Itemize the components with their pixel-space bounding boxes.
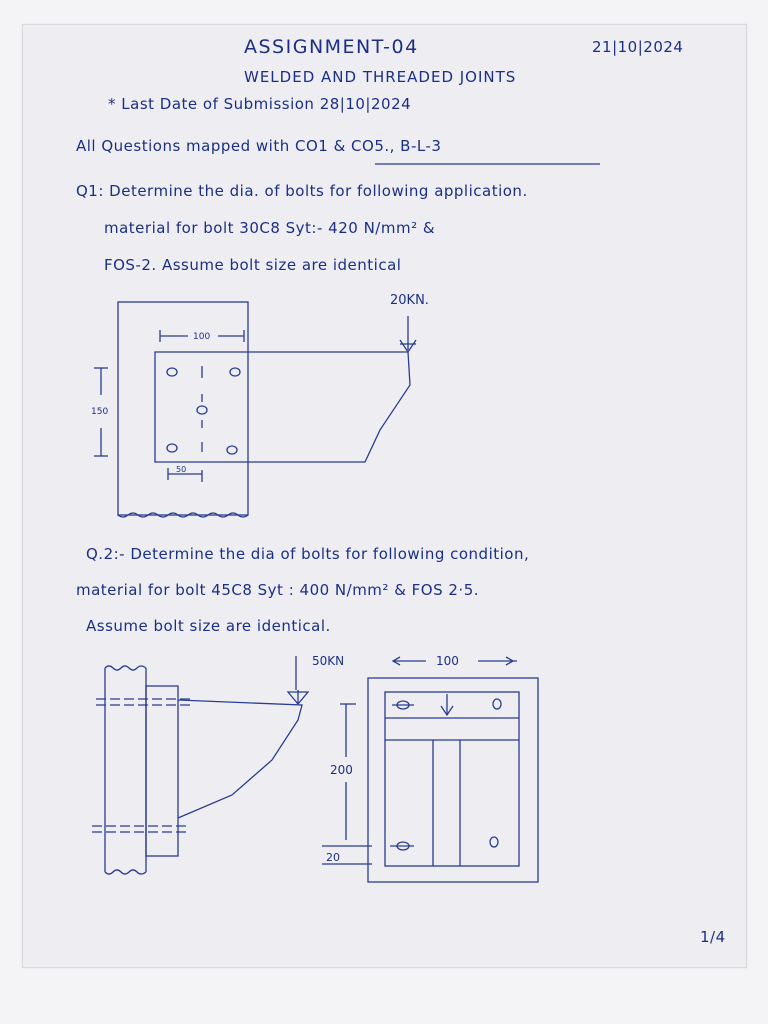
q2-bracket-plate	[145, 685, 179, 857]
q2-bracket-front	[384, 691, 520, 867]
q1-bolt-icon	[166, 443, 178, 453]
q1-line-1: Q1: Determine the dia. of bolts for foll…	[76, 182, 528, 200]
q2-side-view	[92, 656, 310, 875]
q1-line-3: FOS-2. Assume bolt size are identical	[104, 256, 402, 274]
q2-front-view	[322, 656, 539, 883]
q2-load-label: 50KN	[312, 654, 344, 668]
q1-dim-top-label: 100	[193, 332, 210, 342]
course-outcome-mapping: All Questions mapped with CO1 & CO5., B-…	[76, 137, 442, 155]
q1-bolt-icon	[196, 405, 208, 415]
q1-line-2: material for bolt 30C8 Syt:- 420 N/mm² &	[104, 219, 436, 237]
assignment-subtitle: WELDED AND THREADED JOINTS	[244, 68, 517, 86]
q2-arrow-head-icon	[286, 691, 310, 706]
q1-break-line	[117, 512, 249, 518]
q1-bolt-icon	[166, 367, 178, 377]
q2-frame-outer	[367, 677, 539, 883]
q1-load-label: 20KN.	[390, 293, 429, 308]
q1-bracket-figure	[94, 301, 417, 518]
q2-bolt-icon	[489, 836, 499, 848]
q1-bolt-icon	[226, 445, 238, 455]
q2-dim-side-label: 200	[330, 763, 353, 777]
q1-wall-plate	[117, 301, 249, 516]
q1-dim-bottom-label: 50	[176, 465, 186, 474]
q1-dim-side-label: 150	[91, 407, 108, 417]
q2-line-1: Q.2:- Determine the dia of bolts for fol…	[86, 545, 530, 563]
q2-arrow-head-icon	[440, 705, 454, 717]
page-number: 1/4	[700, 928, 726, 946]
q1-bolt-icon	[229, 367, 241, 377]
q2-dim-bottom-label: 20	[326, 851, 340, 864]
assignment-date: 21|10|2024	[592, 38, 684, 56]
q2-break-line	[104, 665, 147, 671]
q2-line-2: material for bolt 45C8 Syt : 400 N/mm² &…	[76, 581, 480, 599]
q1-bracket	[154, 351, 411, 463]
q2-bolt-icon	[492, 698, 502, 710]
q2-dim-top-label: 100	[436, 654, 459, 668]
q2-break-line	[104, 869, 147, 875]
last-date-note: * Last Date of Submission 28|10|2024	[108, 95, 412, 113]
q2-dim-arrow-icon	[391, 656, 401, 666]
q2-dim-arrow-icon	[505, 656, 515, 666]
q2-bracket-web	[177, 699, 303, 819]
q1-dim-gap	[188, 328, 218, 342]
q2-line-3: Assume bolt size are identical.	[86, 617, 331, 635]
assignment-title: ASSIGNMENT-04	[244, 36, 419, 58]
